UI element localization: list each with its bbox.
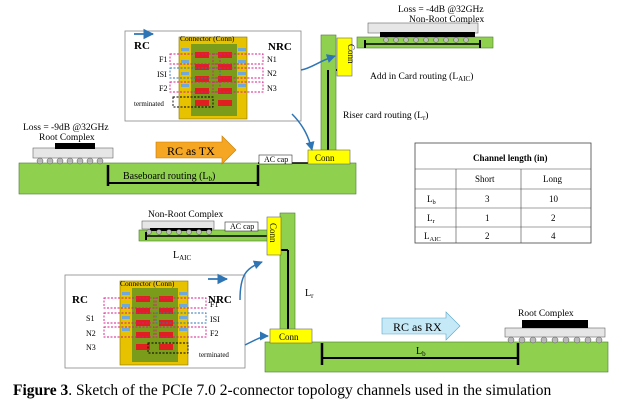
svg-text:terminated: terminated [199,351,229,359]
table-row-name: Lb [427,194,436,206]
inset-bottom-rc: RC [72,294,88,306]
top-ac-cap: AC cap [258,154,293,165]
svg-text:F2: F2 [210,329,218,338]
caption-text: . Sketch of the PCIe 7.0 2-connector top… [68,382,552,399]
table-cell: 2 [485,231,490,241]
top-conn-vertical: Conn [336,37,356,77]
bottom-nrc-title: Non-Root Complex [148,210,223,220]
table-cell: 10 [549,194,559,204]
top-connector-inset: Connector (Conn) RC NRC F1 ISI F2 termin… [124,28,302,122]
bottom-l-aic: LAIC [173,250,191,262]
svg-text:N1: N1 [267,55,277,64]
top-root-complex [32,143,114,165]
svg-text:ISI: ISI [157,70,167,79]
bottom-ac-cap: AC cap [224,221,259,232]
top-loss-rc: Loss = -9dB @32GHz [23,123,109,133]
bottom-rc-title: Root Complex [518,309,574,319]
inset-top-nrc: NRC [268,41,292,53]
bottom-root-complex [504,320,606,344]
svg-text:RC as RX: RC as RX [393,320,442,334]
rc-as-rx-arrow: RC as RX [381,311,461,341]
svg-text:Conn: Conn [346,44,356,64]
rc-as-tx-arrow: RC as TX [155,135,237,165]
table-cell: 2 [551,213,556,223]
table-col-long: Long [543,174,562,184]
bottom-conn-base: Conn [269,328,313,344]
figure-caption: Figure 3. Sketch of the PCIe 7.0 2-conne… [13,382,613,400]
svg-text:AC cap: AC cap [230,222,254,231]
svg-text:F1: F1 [159,55,167,64]
top-nrc-title: Non-Root Complex [409,15,484,25]
bottom-conn-vertical: Conn [266,216,282,256]
caption-label: Figure 3 [13,382,69,399]
table-col-short: Short [475,174,495,184]
svg-text:terminated: terminated [134,100,164,108]
svg-text:N2: N2 [86,329,96,338]
table-cell: 4 [551,231,556,241]
top-nrc-card [356,22,494,49]
bottom-riser-card [275,212,296,339]
svg-text:N3: N3 [86,343,96,352]
table-row-name: Lr [427,213,436,225]
channel-length-table: Channel length (in) Short Long Lb 3 10 L… [414,142,592,244]
svg-text:N2: N2 [267,69,277,78]
bottom-baseboard [264,341,609,373]
svg-text:N3: N3 [267,84,277,93]
svg-text:S1: S1 [86,314,94,323]
table-header: Channel length (in) [473,153,548,163]
top-baseboard [18,162,357,195]
svg-text:F1: F1 [210,300,218,309]
inset-top-rc: RC [134,40,150,52]
bottom-lr: Lr [305,288,314,300]
top-conn-base: Conn [307,149,351,165]
inset-bottom-title: Connector (Conn) [120,279,175,288]
topology-figure: Loss = -4dB @32GHz Non-Root Complex Conn… [18,5,609,373]
svg-text:F2: F2 [159,84,167,93]
top-loss-nrc: Loss = -4dB @32GHz [398,5,484,15]
top-rc-title: Root Complex [39,133,95,143]
svg-text:ISI: ISI [210,315,220,324]
inset-top-title: Connector (Conn) [180,34,235,43]
svg-text:Conn: Conn [315,153,335,163]
table-cell: 1 [485,213,490,223]
table-cell: 3 [485,194,490,204]
table-row-name: LAIC [424,231,441,243]
top-aic-routing: Add in Card routing (LAIC) [370,71,473,83]
inset-bottom-nrc: NRC [208,294,232,306]
svg-text:Conn: Conn [279,332,299,342]
top-baseboard-routing: Baseboard routing (Lb) [123,171,215,183]
bottom-lb: Lb [416,346,426,358]
top-riser-routing: Riser card routing (Lr) [343,110,428,122]
bottom-connector-inset: Connector (Conn) RC NRC S1 N2 N3 F1 ISI … [64,273,246,369]
svg-text:RC as TX: RC as TX [167,144,215,158]
bottom-nrc-card [138,220,285,242]
svg-text:Conn: Conn [268,223,278,243]
svg-text:AC cap: AC cap [264,155,288,164]
